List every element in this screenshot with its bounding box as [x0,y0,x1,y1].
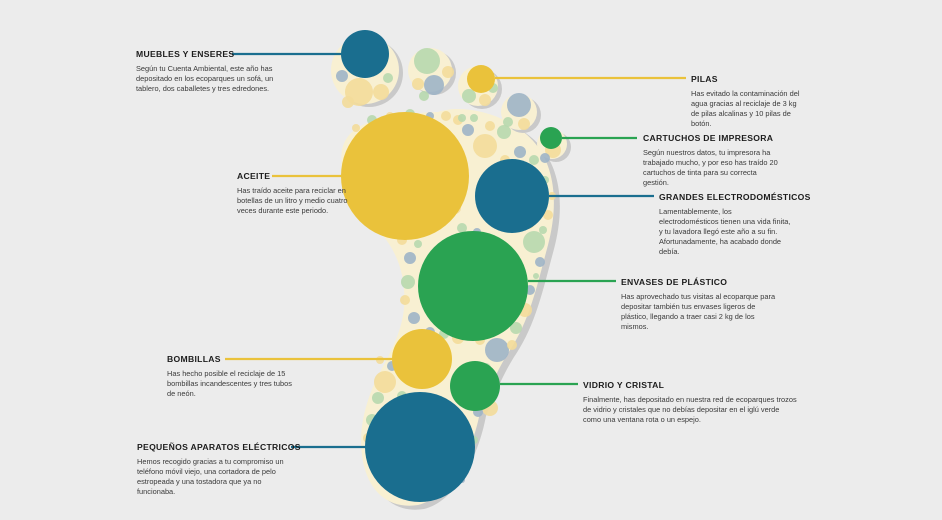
callout-vidrio: VIDRIO Y CRISTAL Finalmente, has deposit… [583,380,798,425]
filler-bubble [535,257,545,267]
filler-bubble [419,91,429,101]
callout-title: PEQUEÑOS APARATOS ELÉCTRICOS [137,442,301,452]
filler-bubble [540,153,550,163]
filler-bubble [424,75,444,95]
bubble-muebles [341,30,389,78]
filler-bubble [462,124,474,136]
callout-text: Has aprovechado tus visitas al ecoparque… [621,292,776,331]
filler-bubble [400,295,410,305]
filler-bubble [479,94,491,106]
callout-text: Lamentablemente, los electrodomésticos t… [659,207,791,256]
bubble-aparatos [365,392,475,502]
filler-bubble [523,231,545,253]
filler-bubble [473,134,497,158]
callout-title: ENVASES DE PLÁSTICO [621,277,728,287]
filler-bubble [514,146,526,158]
filler-bubble [503,117,513,127]
callout-text: Según nuestros datos, tu impresora ha tr… [643,148,778,187]
filler-bubble [539,226,547,234]
callout-title: VIDRIO Y CRISTAL [583,380,665,390]
category-bubbles [341,30,562,502]
callout-muebles: MUEBLES Y ENSERES Según tu Cuenta Ambien… [136,49,276,94]
filler-bubble [458,114,466,122]
callout-title: MUEBLES Y ENSERES [136,49,235,59]
callout-title: PILAS [691,74,718,84]
bubble-cartuchos [540,127,562,149]
filler-bubble [374,371,396,393]
filler-bubble [352,124,360,132]
filler-bubble [507,93,531,117]
filler-bubble [510,322,522,334]
bubble-vidrio [450,361,500,411]
bubble-plastico [418,231,528,341]
callout-text: Según tu Cuenta Ambiental, este año has … [136,64,274,93]
callout-title: ACEITE [237,171,271,181]
callout-text: Finalmente, has depositado en nuestra re… [583,395,797,424]
filler-bubble [507,340,517,350]
callout-title: GRANDES ELECTRODOMÉSTICOS [659,192,811,202]
filler-bubble [529,155,539,165]
filler-bubble [336,70,348,82]
callout-text: Has hecho posible el reciclaje de 15 bom… [167,369,292,398]
callout-text: Has traído aceite para reciclar en botel… [237,186,348,215]
filler-bubble [373,84,389,100]
callout-plastico: ENVASES DE PLÁSTICO Has aprovechado tus … [621,277,783,332]
callout-text: Has evitado la contaminación del agua gr… [691,89,800,128]
callout-aceite: ACEITE Has traído aceite para reciclar e… [237,171,349,216]
filler-bubble [414,240,422,248]
bubble-aceite [341,112,469,240]
leader-lines [225,52,686,449]
filler-bubble [497,125,511,139]
filler-bubble [372,392,384,404]
filler-bubble [470,114,478,122]
callout-aparatos: PEQUEÑOS APARATOS ELÉCTRICOS Hemos recog… [137,442,301,497]
filler-bubble [441,111,451,121]
filler-bubble [401,275,415,289]
bubble-electrodomesticos [475,159,549,233]
filler-bubble [404,252,416,264]
filler-bubble [342,96,354,108]
callout-title: CARTUCHOS DE IMPRESORA [643,133,774,143]
filler-bubble [518,118,530,130]
filler-bubble [533,273,539,279]
callout-electrodomesticos: GRANDES ELECTRODOMÉSTICOS Lamentablement… [659,192,811,257]
filler-bubble [457,223,467,233]
callout-title: BOMBILLAS [167,354,221,364]
filler-bubble [412,78,424,90]
filler-bubble [383,73,393,83]
filler-bubble [485,338,509,362]
filler-bubble [408,312,420,324]
filler-bubble [485,121,495,131]
filler-bubble [442,66,454,78]
callout-pilas: PILAS Has evitado la contaminación del a… [691,74,806,129]
filler-bubble [543,210,553,220]
callout-bombillas: BOMBILLAS Has hecho posible el reciclaje… [167,354,299,399]
filler-bubble [462,89,476,103]
callout-cartuchos: CARTUCHOS DE IMPRESORA Según nuestros da… [643,133,783,188]
bubble-bombillas [392,329,452,389]
callout-text: Hemos recogido gracias a tu compromiso u… [137,457,284,496]
bubble-pilas [467,65,495,93]
filler-bubble [414,48,440,74]
